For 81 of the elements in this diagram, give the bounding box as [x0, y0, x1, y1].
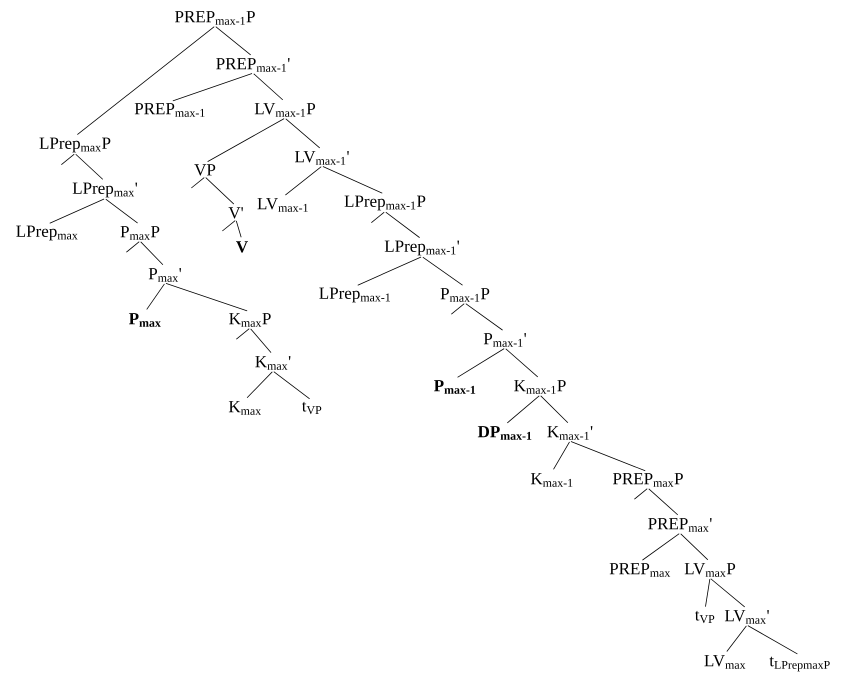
branch-line: [370, 212, 385, 224]
branch-line: [553, 442, 570, 470]
tree-label: K$_{max-1}$': [547, 426, 592, 440]
branch-line: [540, 395, 568, 424]
tree-label: t$_{VP}$: [694, 610, 714, 624]
branch-line: [634, 488, 648, 500]
branch-line: [642, 533, 680, 561]
branch-line: [215, 26, 252, 56]
branch-line: [105, 198, 138, 224]
branch-line: [146, 284, 165, 310]
branch-line: [726, 626, 747, 652]
branch-line: [322, 166, 383, 194]
branch-line: [385, 212, 420, 238]
branch-line: [450, 303, 465, 315]
branch-line: [465, 303, 503, 331]
branch-line: [172, 73, 252, 102]
branch-line: [246, 371, 273, 398]
branch-line: [710, 578, 746, 608]
tree-label: LPrep$_{max}$': [72, 182, 138, 198]
branch-line: [76, 26, 215, 135]
tree-label: PREP$_{max}$P: [612, 473, 683, 487]
branch-line: [457, 348, 505, 378]
tree-label: V': [228, 207, 243, 219]
tree-label: LPrep$_{max-1}$': [384, 240, 460, 256]
tree-label: PREP$_{max-1}$P: [175, 11, 255, 25]
tree-label: P$_{max}$: [128, 313, 161, 327]
branch-line: [75, 154, 104, 180]
tree-label: PREP$_{max-1}$: [134, 103, 205, 117]
tree-label: LV$_{max-1}$: [258, 198, 308, 212]
tree-label: t$_{VP}$: [302, 402, 322, 414]
tree-label: PREP$_{max}$: [610, 563, 670, 577]
branch-line: [648, 488, 678, 516]
tree-label: LV$_{max}$P: [684, 563, 736, 577]
tree-label: LPrep$_{max-1}$: [319, 288, 390, 302]
tree-label: K$_{max}$: [228, 401, 261, 415]
branch-line: [285, 118, 320, 148]
branch-line: [422, 256, 463, 286]
branch-line: [190, 177, 205, 188]
tree-label: LPrep$_{max}$P: [40, 138, 110, 152]
branch-line: [705, 578, 710, 608]
tree-label: P$_{max-1}$P: [440, 288, 490, 302]
branch-line: [126, 241, 140, 253]
tree-label: V: [236, 241, 248, 253]
branch-line: [166, 283, 248, 312]
branch-line: [505, 348, 538, 378]
tree-label: PREP$_{max-1}$': [216, 58, 290, 72]
branch-line: [205, 177, 234, 204]
branch-line: [357, 256, 422, 286]
tree-label: P$_{max}$': [148, 268, 182, 282]
branch-line: [284, 166, 322, 196]
tree-label: LPrep$_{max}$: [16, 226, 78, 240]
tree-label: LV$_{max}$: [704, 655, 746, 669]
tree-label: LPrep$_{max-1}$P: [344, 196, 426, 210]
tree-label: P$_{max-1}$: [434, 380, 476, 394]
tree-label: PREP$_{max}$': [648, 518, 712, 532]
branch-line: [49, 198, 104, 224]
tree-label: LV$_{max-1}$P: [254, 103, 316, 117]
branch-line: [250, 328, 272, 353]
branch-line: [236, 220, 242, 238]
branch-line: [253, 73, 284, 100]
tree-label: DP$_{max-1}$: [478, 426, 532, 440]
branch-line: [140, 241, 164, 266]
branch-line: [747, 625, 798, 654]
tree-label: K$_{max-1}$P: [514, 380, 566, 394]
branch-line: [680, 533, 708, 560]
tree-label: VP: [194, 164, 216, 176]
tree-label: LV$_{max-1}$': [294, 151, 349, 165]
branch-line: [570, 441, 646, 472]
branch-line: [506, 395, 540, 424]
tree-label: $\mathrm{t}_{\mathrm{LPrepmaxP}}$: [769, 656, 830, 672]
tree-label: K$_{max-1}$: [530, 473, 572, 487]
tree-label: K$_{max}$': [255, 356, 290, 370]
tree-label: K$_{max}$P: [229, 313, 271, 327]
branch-line: [60, 154, 75, 166]
branch-line: [273, 371, 310, 400]
tree-label: LV$_{max}$': [724, 610, 769, 624]
tree-label: P$_{max-1}$': [484, 333, 526, 347]
branch-line: [207, 118, 285, 162]
tree-label: P$_{max}$P: [120, 226, 160, 240]
branch-line: [222, 220, 236, 232]
branch-line: [236, 328, 250, 340]
